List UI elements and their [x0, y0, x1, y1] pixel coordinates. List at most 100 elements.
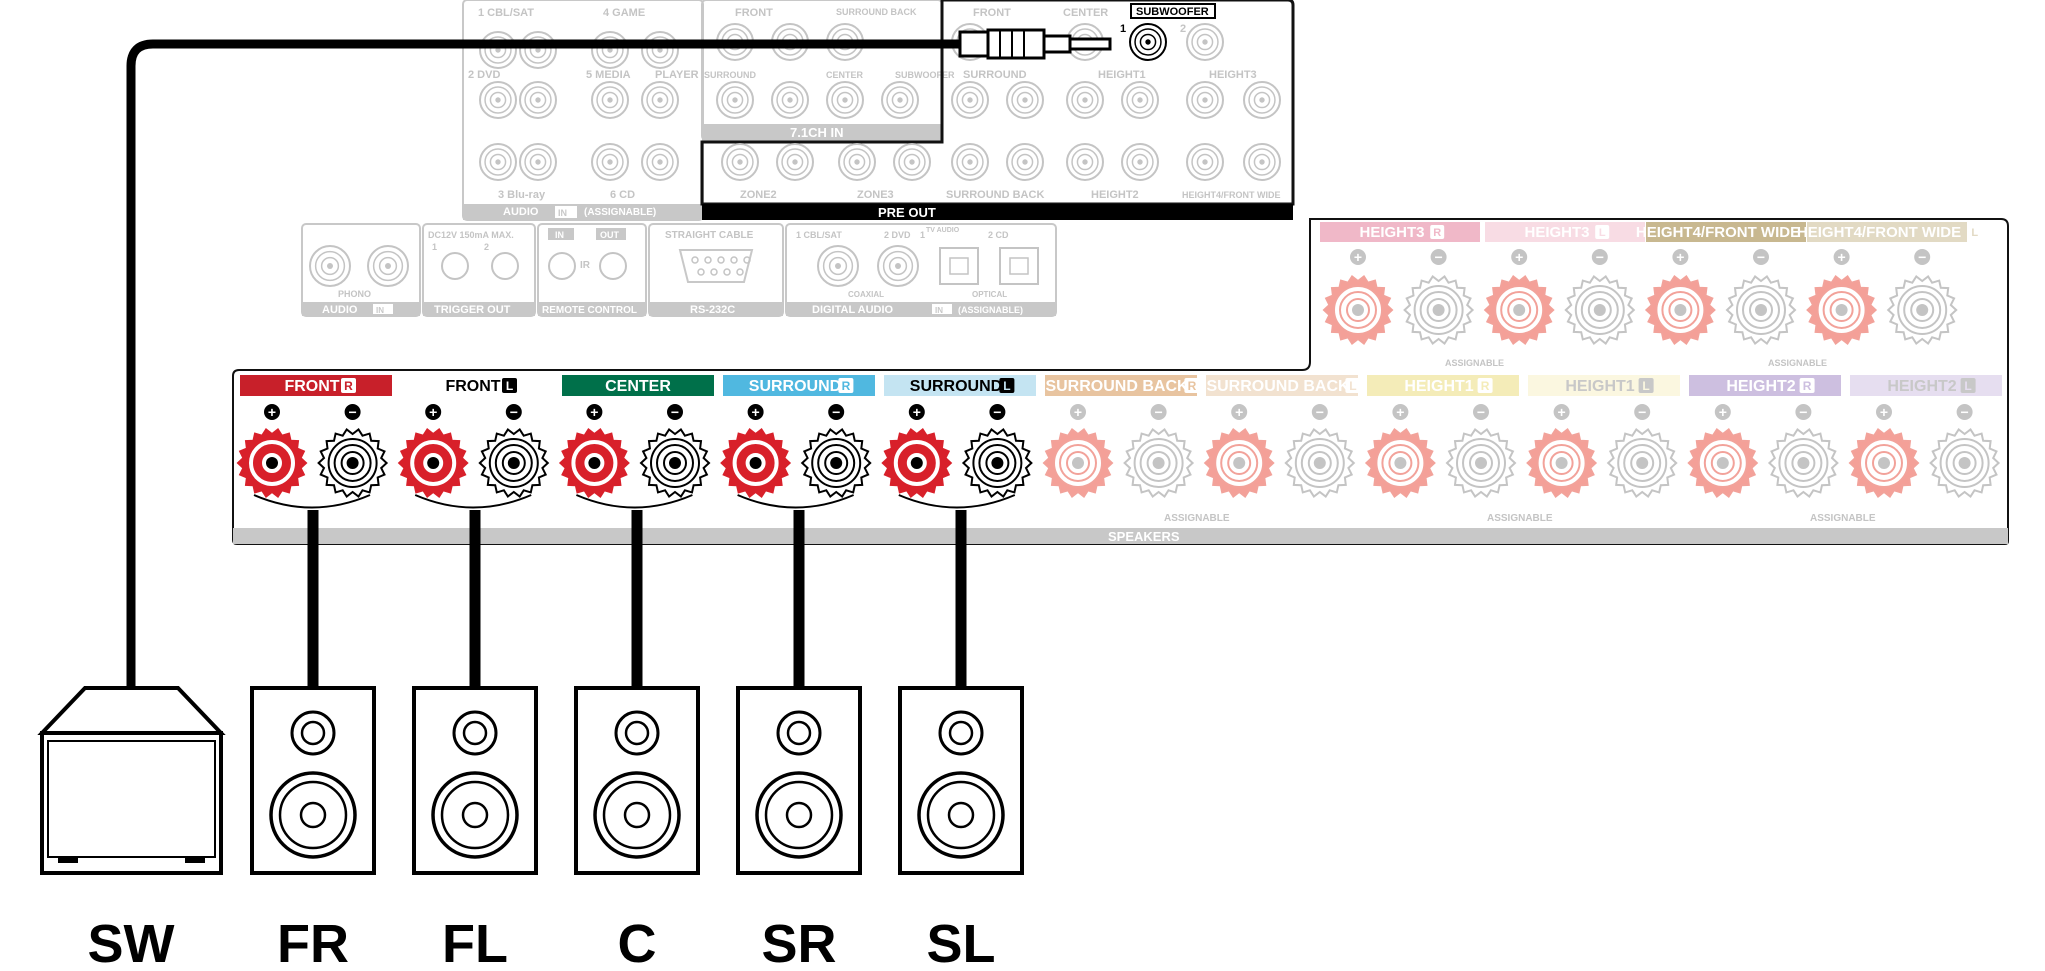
audio-in-label-dvd: 2 DVD: [468, 69, 500, 81]
pre-out-jack: [776, 143, 814, 181]
pre-out-block: PRE OUT FRONT CENTER SUBWOOFER 1 2 SURRO…: [700, 0, 1295, 220]
digital-footer-note: (ASSIGNABLE): [958, 305, 1023, 315]
remote-out: OUT: [600, 230, 620, 240]
speaker-header-2: CENTER: [562, 375, 714, 396]
phono-jack-l: [367, 245, 409, 287]
height-terminal-sign: [1914, 249, 1931, 265]
audio-in-jack: [519, 31, 557, 69]
audio-in-jack: [519, 143, 557, 181]
rca-plug-tip: [1042, 34, 1072, 54]
pre-out-jack: [951, 81, 989, 119]
audio-in-label-cd: 6 CD: [610, 189, 635, 201]
speaker-terminal-post: [397, 428, 469, 498]
speaker-terminal-post: [236, 428, 308, 498]
rca-plug-pin: [1068, 37, 1112, 51]
svg-text:+: +: [1235, 404, 1243, 420]
terminal-sign: [1795, 404, 1812, 420]
speaker-label-sr: SR: [761, 914, 836, 971]
pre-out-jack: [1243, 81, 1281, 119]
speaker-terminal-post: [1445, 428, 1517, 498]
terminal-sign: [1956, 404, 1973, 420]
terminal-sign: [1876, 404, 1892, 420]
speaker-terminals: +−+−+−+−+−+−+−+−+−+−+−: [236, 404, 2001, 509]
speakers-assignable-3: ASSIGNABLE: [1810, 513, 1876, 524]
phono-block: AUDIO IN PHONO: [301, 223, 421, 317]
speaker-label-sl: SL: [926, 914, 995, 971]
svg-text:−: −: [1155, 404, 1163, 420]
pre-out-label-surround-back: SURROUND BACK: [946, 189, 1044, 201]
optical-jack: [999, 247, 1039, 285]
speaker-label-row: SW FR FL C SR SL: [88, 914, 996, 971]
digital-label-optical: OPTICAL: [972, 290, 1007, 299]
svg-text:HEIGHT2: HEIGHT2: [1726, 378, 1795, 395]
pre-out-jack: [893, 143, 931, 181]
terminal-sign: [1150, 404, 1167, 420]
height-assignable-2: ASSIGNABLE: [1768, 358, 1827, 368]
terminal-link: [898, 494, 1016, 509]
remote-jacks: [548, 252, 627, 280]
svg-text:CENTER: CENTER: [605, 378, 671, 395]
svg-text:+: +: [429, 404, 437, 420]
speaker-terminal-post: [478, 428, 550, 498]
terminal-link: [737, 494, 854, 509]
audio-in-jack: [479, 143, 517, 181]
speaker-terminal-post: [558, 428, 630, 498]
svg-text:−: −: [671, 404, 679, 420]
svg-text:+: +: [1558, 404, 1566, 420]
speaker-label-c: C: [618, 914, 657, 971]
svg-text:R: R: [1188, 379, 1197, 393]
speaker-terminal-post: [881, 428, 953, 498]
svg-text:+: +: [1396, 404, 1404, 420]
height-terminal-sign: [1672, 249, 1689, 265]
phono-footer: AUDIO: [322, 304, 358, 316]
height-terminal-post: [1403, 275, 1475, 345]
svg-text:+: +: [1838, 249, 1846, 265]
svg-text:HEIGHT1: HEIGHT1: [1565, 378, 1634, 395]
svg-text:−: −: [1316, 404, 1324, 420]
subwoofer-unit: [37, 686, 226, 875]
audio-in-jack: [591, 143, 629, 181]
trigger-jacks: [441, 252, 519, 280]
remote-footer: REMOTE CONTROL: [542, 305, 637, 316]
speaker-terminal-post: [800, 428, 872, 498]
pre-out-jack: [1006, 143, 1044, 181]
terminal-sign: [586, 404, 603, 420]
speaker-unit: [574, 686, 700, 875]
terminal-sign: [1714, 404, 1731, 420]
height-terminal-post: [1644, 275, 1716, 345]
speaker-terminal-post: [1123, 428, 1195, 498]
audio-in-footer-note: (ASSIGNABLE): [584, 207, 656, 218]
svg-text:SURROUND BACK: SURROUND BACK: [1045, 378, 1189, 395]
terminal-sign: [1231, 404, 1248, 420]
height-header-2: HEIGHT4/FRONT WIDER: [1636, 222, 1821, 242]
height-terminal-sign: [1833, 249, 1850, 265]
rs232c-pin: [730, 256, 738, 264]
terminal-sign: [344, 404, 361, 420]
pre-out-jacks: [721, 23, 1281, 181]
digital-audio-block: DIGITAL AUDIO IN (ASSIGNABLE) 1 CBL/SAT …: [785, 223, 1057, 317]
digital-label-tvaudio: TV AUDIO: [926, 227, 960, 234]
svg-text:−: −: [1477, 404, 1485, 420]
svg-text:−: −: [1918, 249, 1926, 265]
rs232c-pin: [710, 268, 718, 276]
svg-text:R: R: [842, 379, 851, 393]
svg-text:HEIGHT3: HEIGHT3: [1524, 224, 1589, 241]
speaker-units: [37, 686, 1024, 875]
height-terminal-post: [1322, 275, 1394, 345]
optical-jack: [939, 247, 979, 285]
rs232c-footer: RS-232C: [690, 304, 735, 316]
audio-in-footer-in: IN: [558, 208, 567, 218]
height-terminal-sign: [1350, 249, 1366, 265]
height-terminal-sign: [1591, 249, 1608, 265]
svg-text:HEIGHT4/FRONT WIDE: HEIGHT4/FRONT WIDE: [1636, 224, 1800, 241]
svg-text:−: −: [1435, 249, 1443, 265]
remote-control-block: REMOTE CONTROL IN OUT IR: [537, 223, 647, 317]
pre-out-label-height3: HEIGHT3: [1209, 69, 1257, 81]
svg-text:−: −: [832, 404, 840, 420]
terminal-sign: [264, 404, 280, 420]
